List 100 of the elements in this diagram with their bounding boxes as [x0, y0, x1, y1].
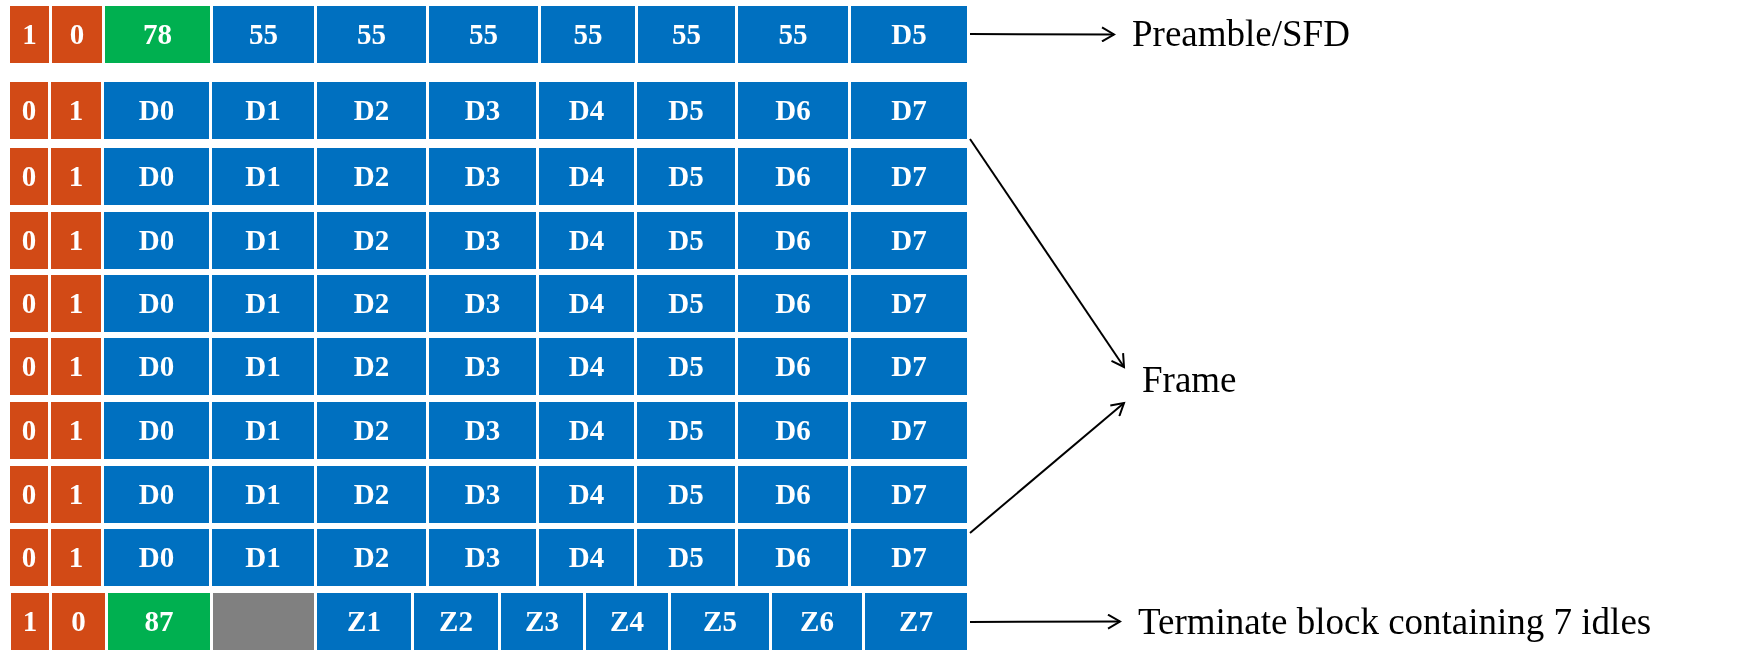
data-cell: D2 — [317, 82, 426, 139]
data-cell: D1 — [212, 82, 314, 139]
data-cell: D4 — [539, 275, 634, 332]
data-cell: D4 — [539, 148, 634, 205]
data-cell: D3 — [429, 148, 536, 205]
data-cell: D0 — [104, 529, 209, 586]
data-cell: D4 — [539, 466, 634, 523]
data-cell: D3 — [429, 338, 536, 395]
data-cell: Z3 — [501, 593, 583, 650]
text-label: Frame — [1142, 355, 1272, 405]
data-cell: D1 — [212, 275, 314, 332]
data-cell: D4 — [539, 338, 634, 395]
data-cell: D3 — [429, 212, 536, 269]
data-cell: D0 — [104, 466, 209, 523]
data-cell: Z5 — [671, 593, 769, 650]
data-cell: D6 — [738, 529, 848, 586]
data-cell: D1 — [212, 148, 314, 205]
data-cell: D5 — [637, 148, 735, 205]
data-cell: D5 — [851, 6, 967, 63]
data-cell: D5 — [637, 529, 735, 586]
data-cell: D0 — [104, 82, 209, 139]
data-cell: D2 — [317, 529, 426, 586]
data-cell: D2 — [317, 402, 426, 459]
data-cell: D7 — [851, 529, 967, 586]
data-cell: 1 — [51, 529, 101, 586]
text-label: Preamble/SFD — [1132, 9, 1392, 59]
data-cell: D2 — [317, 466, 426, 523]
data-cell: 1 — [51, 402, 101, 459]
data-cell: Z1 — [317, 593, 411, 650]
arrow — [969, 613, 1121, 630]
data-cell: 1 — [51, 466, 101, 523]
data-cell: 0 — [10, 402, 48, 459]
data-cell: 0 — [10, 148, 48, 205]
data-cell: D1 — [212, 529, 314, 586]
data-cell: Z6 — [772, 593, 862, 650]
data-cell: 1 — [51, 338, 101, 395]
data-cell: D6 — [738, 402, 848, 459]
data-cell: D4 — [539, 82, 634, 139]
data-cell: Z2 — [414, 593, 498, 650]
data-cell: D3 — [429, 402, 536, 459]
data-cell: 1 — [51, 148, 101, 205]
data-cell: D7 — [851, 212, 967, 269]
data-cell: 0 — [10, 275, 48, 332]
data-cell: D2 — [317, 212, 426, 269]
data-cell: 0 — [10, 212, 48, 269]
data-cell: D5 — [637, 338, 735, 395]
data-cell: D6 — [738, 212, 848, 269]
data-cell: D1 — [212, 212, 314, 269]
data-cell: D5 — [637, 82, 735, 139]
data-cell: D3 — [429, 466, 536, 523]
data-cell: D2 — [317, 338, 426, 395]
data-cell: 1 — [51, 275, 101, 332]
data-cell: 0 — [10, 82, 48, 139]
data-cell: D6 — [738, 275, 848, 332]
data-cell: D3 — [429, 275, 536, 332]
data-cell: D5 — [637, 212, 735, 269]
data-cell: D7 — [851, 466, 967, 523]
data-cell: D4 — [539, 402, 634, 459]
blank-cell — [213, 593, 314, 650]
arrow — [969, 26, 1115, 43]
data-cell: 55 — [541, 6, 635, 63]
data-cell: 55 — [738, 6, 848, 63]
data-cell: D1 — [212, 338, 314, 395]
data-cell: Z7 — [865, 593, 967, 650]
data-cell: 1 — [11, 593, 49, 650]
data-cell: D5 — [637, 402, 735, 459]
data-cell: D1 — [212, 466, 314, 523]
data-cell: 87 — [108, 593, 210, 650]
data-cell: D0 — [104, 402, 209, 459]
data-cell: D0 — [104, 275, 209, 332]
data-cell: 55 — [429, 6, 538, 63]
data-cell: Z4 — [586, 593, 668, 650]
data-cell: 0 — [52, 593, 105, 650]
data-cell: 55 — [638, 6, 735, 63]
text-label: Terminate block containing 7 idles — [1138, 597, 1718, 647]
data-cell: D7 — [851, 402, 967, 459]
data-cell: D6 — [738, 82, 848, 139]
data-cell: D3 — [429, 529, 536, 586]
data-cell: D0 — [104, 148, 209, 205]
data-cell: D4 — [539, 529, 634, 586]
data-cell: 1 — [51, 82, 101, 139]
data-cell: D7 — [851, 338, 967, 395]
data-cell: 0 — [10, 529, 48, 586]
data-cell: D2 — [317, 275, 426, 332]
data-cell: D5 — [637, 275, 735, 332]
data-cell: D3 — [429, 82, 536, 139]
data-cell: 78 — [105, 6, 210, 63]
data-cell: D7 — [851, 82, 967, 139]
data-cell: D7 — [851, 148, 967, 205]
data-cell: D4 — [539, 212, 634, 269]
data-cell: D7 — [851, 275, 967, 332]
data-cell: 0 — [10, 466, 48, 523]
data-cell: D6 — [738, 466, 848, 523]
data-cell: 55 — [213, 6, 314, 63]
data-cell: D1 — [212, 402, 314, 459]
data-cell: D6 — [738, 338, 848, 395]
arrow — [969, 402, 1125, 534]
data-cell: 1 — [10, 6, 49, 63]
data-cell: D5 — [637, 466, 735, 523]
data-cell: D0 — [104, 338, 209, 395]
